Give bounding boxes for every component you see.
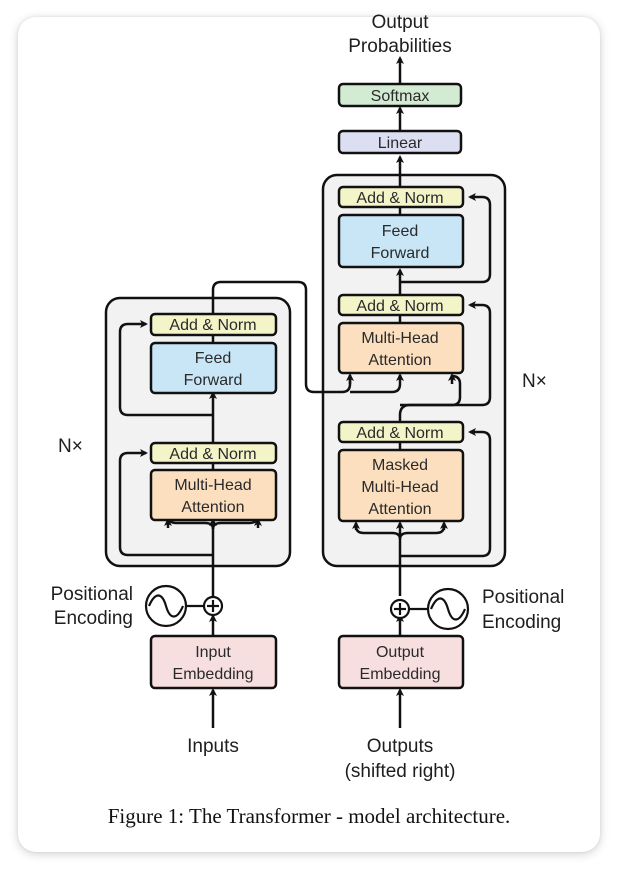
encoder-pe-label-1: Positional <box>51 584 133 605</box>
softmax-block: Softmax <box>337 82 463 108</box>
decoder-pe-label-1: Positional <box>482 587 564 608</box>
wire-encoder-to-decoder-v <box>350 383 402 394</box>
encoder-attn-label-2: Attention <box>181 499 244 516</box>
linear-label: Linear <box>378 135 423 152</box>
decoder-pe-label-2: Encoding <box>482 612 561 633</box>
masked-attn-label-2: Multi-Head <box>361 479 438 496</box>
encoder-multi-head-attention: Multi-Head Attention <box>149 468 278 522</box>
decoder-multi-head-attention: Multi-Head Attention <box>337 321 465 375</box>
output-label-2: Probabilities <box>348 36 452 57</box>
wire-decoder-q-cross <box>398 374 462 422</box>
encoder-attn-label-1: Multi-Head <box>174 477 251 494</box>
decoder-positional-encoding <box>389 587 470 631</box>
softmax-label: Softmax <box>371 88 430 105</box>
decoder-add-norm-bottom-label: Add & Norm <box>356 425 443 442</box>
figure-caption: Figure 1: The Transformer - model archit… <box>107 804 511 828</box>
wire-encoder-residual-2 <box>118 320 213 417</box>
encoder-add-norm-bottom: Add & Norm <box>149 441 278 465</box>
decoder-feed-forward: Feed Forward <box>337 213 465 269</box>
output-embedding: Output Embedding <box>337 634 465 690</box>
encoder-add-norm-top: Add & Norm <box>149 312 278 337</box>
wire-decoder-residual-1 <box>400 428 492 558</box>
decoder-ff-label-2: Forward <box>371 245 430 262</box>
decoder-add-norm-bottom: Add & Norm <box>337 420 465 444</box>
decoder-masked-attention: Masked Multi-Head Attention <box>337 448 465 523</box>
input-embedding-label-1: Input <box>195 644 231 661</box>
encoder-stack <box>104 296 292 568</box>
decoder-add-norm-mid-label: Add & Norm <box>356 298 443 315</box>
encoder-ff-label-2: Forward <box>184 372 243 389</box>
decoder-add-norm-mid: Add & Norm <box>337 293 465 317</box>
inputs-label: Inputs <box>187 736 239 757</box>
wire-encoder-residual-1 <box>118 449 213 557</box>
wire-encoder-to-decoder <box>211 280 352 394</box>
outputs-label: Outputs <box>367 736 434 757</box>
encoder-positional-encoding <box>144 584 224 628</box>
decoder-ff-label-1: Feed <box>382 223 418 240</box>
output-embedding-label-2: Embedding <box>360 666 441 683</box>
masked-attn-label-1: Masked <box>372 457 428 474</box>
decoder-repeat-label: N× <box>522 371 547 392</box>
encoder-repeat-label: N× <box>58 436 83 457</box>
encoder-pe-label-2: Encoding <box>54 608 133 629</box>
wire-decoder-residual-3 <box>400 193 492 284</box>
decoder-attn-label-2: Attention <box>368 352 431 369</box>
decoder-add-norm-top: Add & Norm <box>337 185 465 209</box>
wire-decoder-residual-2 <box>400 301 492 407</box>
masked-attn-label-3: Attention <box>368 501 431 518</box>
encoder-feed-forward: Feed Forward <box>149 341 278 395</box>
encoder-add-norm-top-label: Add & Norm <box>169 317 256 334</box>
input-embedding-label-2: Embedding <box>173 666 254 683</box>
outputs-shifted-label: (shifted right) <box>345 761 456 782</box>
linear-block: Linear <box>337 129 463 155</box>
decoder-attn-label-1: Multi-Head <box>361 330 438 347</box>
encoder-add-norm-bottom-label: Add & Norm <box>169 446 256 463</box>
output-embedding-label-1: Output <box>376 644 425 661</box>
input-embedding: Input Embedding <box>149 634 278 690</box>
output-label-1: Output <box>371 12 429 33</box>
decoder-add-norm-top-label: Add & Norm <box>356 190 443 207</box>
encoder-ff-label-1: Feed <box>195 350 231 367</box>
